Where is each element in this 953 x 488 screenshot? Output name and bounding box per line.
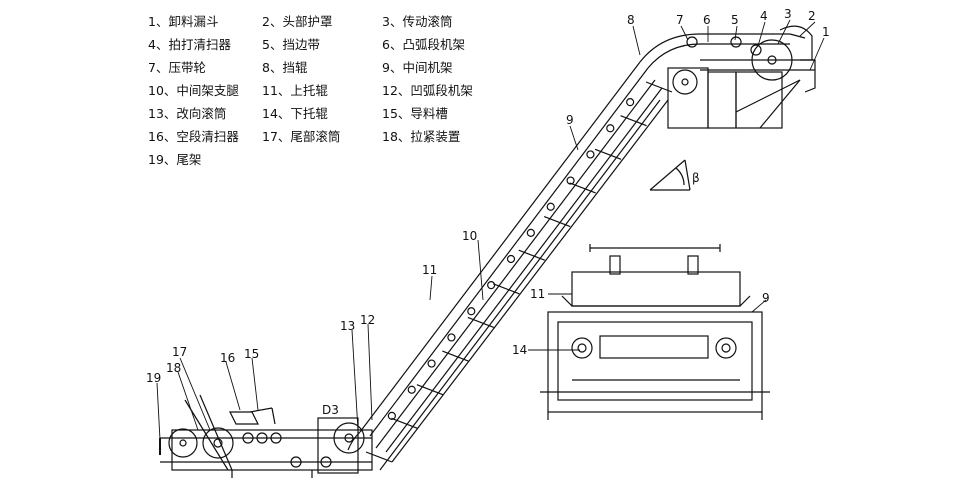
callout-9-section: 9 xyxy=(762,291,770,305)
legend-item: 13、改向滚筒 xyxy=(148,106,227,121)
carrying-idler xyxy=(526,228,535,237)
callout-19: 19 xyxy=(146,371,161,385)
pressure-wheel xyxy=(686,36,698,48)
callout-14: 14 xyxy=(512,343,527,357)
legend-item: 15、导料槽 xyxy=(382,106,448,121)
incline-tie xyxy=(493,283,520,295)
callout-18: 18 xyxy=(166,361,181,375)
legend-item: 6、凸弧段机架 xyxy=(382,37,465,52)
tail-belt-rollers xyxy=(242,432,332,468)
legend-item: 1、卸料漏斗 xyxy=(148,14,219,29)
callout-7: 7 xyxy=(676,13,684,27)
feed-chute xyxy=(229,407,276,425)
bend-pulley xyxy=(672,69,698,95)
legend-item: 14、下托辊 xyxy=(262,106,328,121)
callout-11-section: 11 xyxy=(530,287,545,301)
tail-frame xyxy=(159,429,373,478)
carrying-idler xyxy=(427,359,436,368)
legend-item: 5、挡边带 xyxy=(262,37,320,52)
callout-11: 11 xyxy=(422,263,437,277)
cross-section xyxy=(540,244,770,420)
incline-tie xyxy=(416,384,444,396)
callout-17: 17 xyxy=(172,345,187,359)
angle-label: β xyxy=(692,171,700,185)
snub-drum xyxy=(333,422,365,454)
legend-item: 19、尾架 xyxy=(148,152,202,167)
incline-tie xyxy=(569,182,596,194)
callout-4: 4 xyxy=(760,9,768,23)
legend-item: 18、拉紧装置 xyxy=(382,129,461,144)
callout-3: 3 xyxy=(784,7,792,21)
head-cover xyxy=(779,25,813,60)
carrying-idler xyxy=(606,124,615,133)
carrying-idler xyxy=(447,333,456,342)
carrying-idler xyxy=(387,411,396,420)
drum-label-d3: D3 xyxy=(322,403,339,417)
carrying-idler xyxy=(506,254,516,264)
incline-frame xyxy=(379,99,669,471)
incline-tie xyxy=(543,215,571,228)
callout-13: 13 xyxy=(340,319,355,333)
head-frame xyxy=(667,67,801,129)
callout-16: 16 xyxy=(220,351,235,365)
legend-item: 17、尾部滚筒 xyxy=(262,129,341,144)
legend-item: 10、中间架支腿 xyxy=(148,83,239,98)
incline-tie xyxy=(620,115,647,127)
legend-item: 16、空段清扫器 xyxy=(148,129,239,144)
callout-10: 10 xyxy=(462,229,477,243)
carrying-idler xyxy=(546,202,555,211)
incline-idlers xyxy=(387,98,635,420)
legend-item: 9、中间机架 xyxy=(382,60,453,75)
callout-9: 9 xyxy=(566,113,574,127)
legend-item: 2、头部护罩 xyxy=(262,14,333,29)
callout-12: 12 xyxy=(360,313,375,327)
carrying-idler xyxy=(407,385,416,394)
incline-tie xyxy=(594,148,622,160)
callout-6: 6 xyxy=(703,13,711,27)
carrying-idler xyxy=(467,307,476,316)
takeup-wheel xyxy=(202,427,234,459)
callout-8: 8 xyxy=(627,13,635,27)
angle-symbol xyxy=(649,159,691,191)
legend-item: 11、上托辊 xyxy=(262,83,328,98)
carrying-idler xyxy=(566,176,575,185)
incline-tie xyxy=(518,249,545,261)
callout-1: 1 xyxy=(822,25,830,39)
discharge-hopper xyxy=(800,59,816,93)
legend-item: 7、压带轮 xyxy=(148,60,206,75)
callout-15: 15 xyxy=(244,347,259,361)
incline-tie xyxy=(467,316,495,329)
tail-drum xyxy=(168,428,198,458)
legend-item: 8、挡辊 xyxy=(262,60,308,75)
head-belt xyxy=(639,33,815,71)
legend-item: 4、拍打清扫器 xyxy=(148,37,231,52)
incline-belts xyxy=(347,61,663,453)
carrying-idler xyxy=(586,150,595,159)
callout-5: 5 xyxy=(731,13,739,27)
leader-lines xyxy=(156,19,825,441)
carrying-idler xyxy=(626,98,635,107)
legend-item: 3、传动滚筒 xyxy=(382,14,453,29)
incline-tie xyxy=(391,417,418,429)
callout-2: 2 xyxy=(808,9,816,23)
drive-drum xyxy=(751,39,793,81)
legend-item: 12、凹弧段机架 xyxy=(382,83,473,98)
incline-tie xyxy=(365,451,393,463)
carrying-idler xyxy=(487,281,496,290)
incline-tie xyxy=(442,350,469,362)
